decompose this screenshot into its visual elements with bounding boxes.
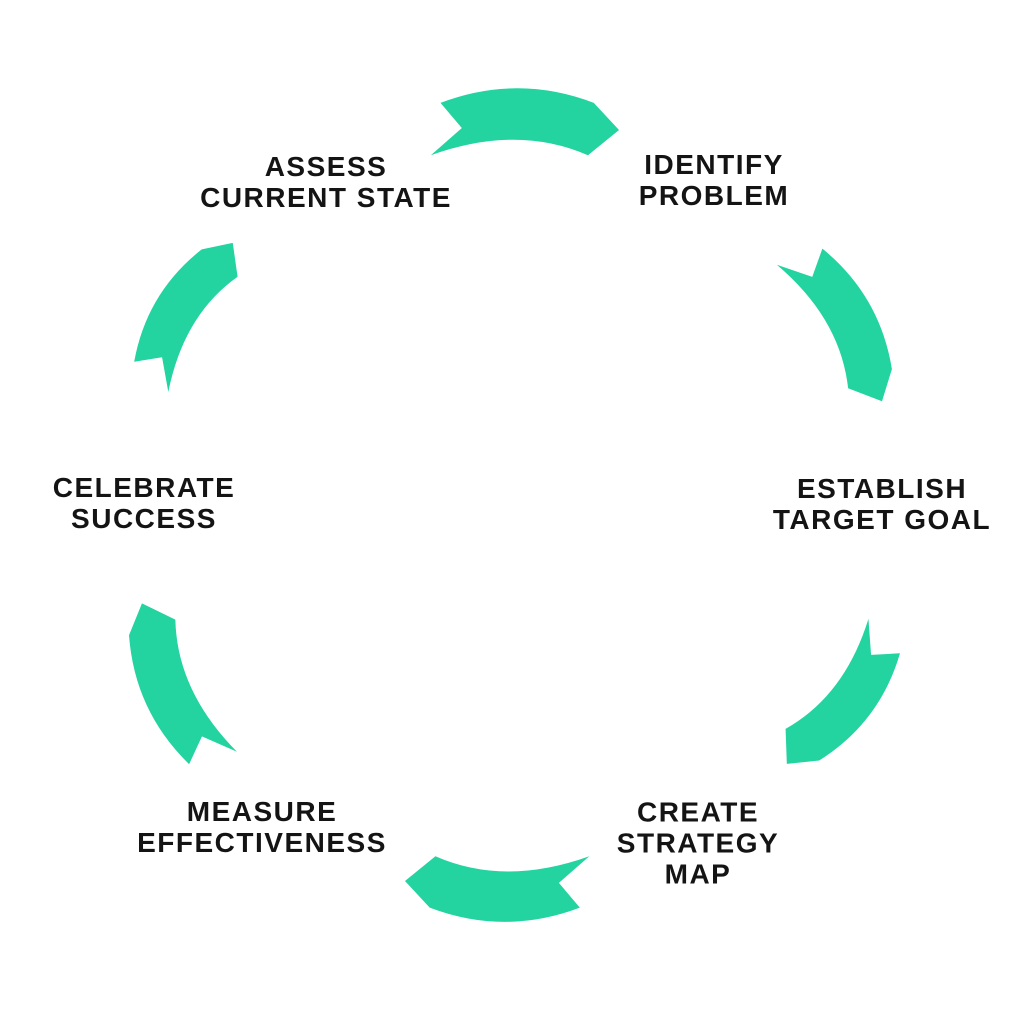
step-label-line: STRATEGY — [616, 827, 780, 859]
step-label-line: TARGET GOAL — [772, 504, 992, 535]
cycle-arrow-measure-to-celebrate — [106, 593, 237, 779]
step-label-line: PROBLEM — [638, 180, 790, 211]
step-label-measure-effectiveness: MEASURE EFFECTIVENESS — [137, 796, 387, 858]
step-label-identify-problem: IDENTIFY PROBLEM — [639, 149, 790, 211]
step-label-line: EFFECTIVENESS — [137, 827, 387, 858]
step-label-line: ASSESS — [264, 151, 388, 182]
step-label-establish-target-goal: ESTABLISH TARGET GOAL — [773, 473, 991, 535]
step-label-line: MEASURE — [186, 796, 338, 827]
cycle-arrow-identify-to-establish — [776, 234, 915, 413]
step-label-line: CURRENT STATE — [200, 182, 452, 213]
step-label-line: MAP — [664, 858, 732, 890]
step-label-line: IDENTIFY — [644, 149, 784, 180]
step-label-create-strategy-map: CREATE STRATEGY MAP — [617, 797, 779, 890]
step-label-assess-current-state: ASSESS CURRENT STATE — [200, 151, 452, 213]
cycle-arrow-establish-to-create — [769, 618, 916, 786]
step-label-line: SUCCESS — [71, 503, 217, 534]
cycle-arrow-celebrate-to-assess — [119, 224, 252, 392]
cycle-arrow-assess-to-identify — [430, 88, 619, 156]
cycle-arrow-create-to-measure — [405, 856, 590, 922]
step-label-line: CELEBRATE — [52, 472, 236, 503]
step-label-celebrate-success: CELEBRATE SUCCESS — [53, 472, 236, 534]
step-label-line: CREATE — [636, 796, 760, 828]
step-label-line: ESTABLISH — [796, 473, 968, 504]
